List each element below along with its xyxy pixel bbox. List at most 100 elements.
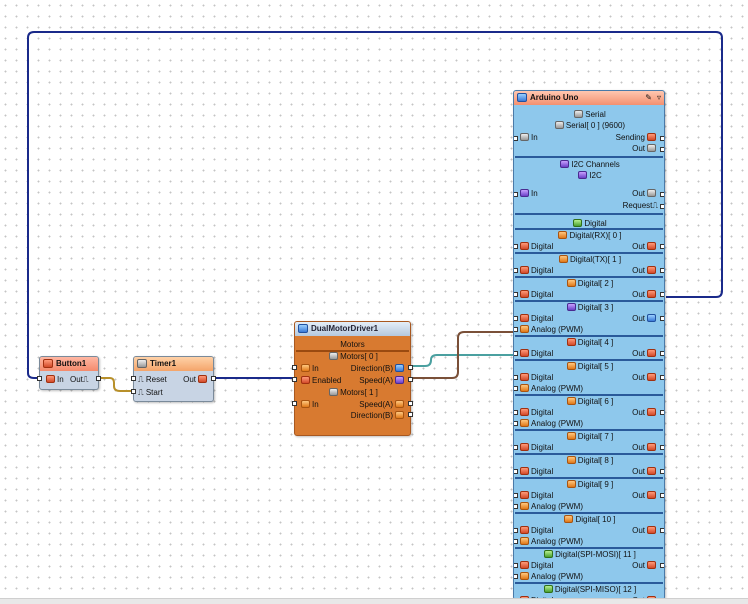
digital-output-pin[interactable] bbox=[660, 528, 664, 533]
digital-output-pin[interactable] bbox=[660, 292, 664, 297]
digital-icon bbox=[647, 266, 656, 274]
i2c-request-pin[interactable] bbox=[660, 204, 664, 209]
timer-reset-pin[interactable] bbox=[131, 376, 136, 381]
digital-icon bbox=[520, 443, 529, 451]
arduino-uno-component[interactable]: Arduino Uno ✎ ▿ Serial Serial[ 0 ] (9600… bbox=[513, 90, 665, 600]
digital-input-pin[interactable] bbox=[514, 375, 518, 380]
serial-out-row: Out bbox=[632, 143, 658, 154]
analog-input-pin[interactable] bbox=[514, 539, 518, 544]
arduino-title-bar[interactable]: Arduino Uno ✎ ▿ bbox=[514, 91, 664, 105]
i2c-in-row: In bbox=[518, 188, 538, 199]
digital-input-pin[interactable] bbox=[514, 528, 518, 533]
arduino-board-icon bbox=[517, 93, 527, 102]
serial-icon bbox=[554, 121, 564, 129]
button-component[interactable]: Button1 In Out⎍ bbox=[37, 356, 101, 390]
analog-input-pin[interactable] bbox=[514, 421, 518, 426]
digital-output-pin[interactable] bbox=[660, 375, 664, 380]
digital-icon bbox=[520, 290, 529, 298]
digital-input-pin[interactable] bbox=[514, 410, 518, 415]
digital-output-label: Out bbox=[632, 443, 645, 452]
i2c-in-pin[interactable] bbox=[514, 192, 518, 197]
analog-input-pin[interactable] bbox=[514, 386, 518, 391]
digital-pin-icon bbox=[566, 432, 576, 440]
timer-title: Timer1 bbox=[150, 359, 177, 368]
timer-start-pin[interactable] bbox=[131, 389, 136, 394]
wire-speed-to-d3-pwm[interactable] bbox=[410, 331, 515, 379]
clock-pulse-icon: ⎍ bbox=[652, 201, 658, 210]
motor1-direction-pin[interactable] bbox=[408, 412, 413, 417]
timer-out-pin[interactable] bbox=[211, 376, 216, 381]
digital-pin-icon bbox=[558, 255, 568, 263]
wire-direction-to-d4[interactable] bbox=[410, 354, 515, 367]
digital-output-pin[interactable] bbox=[660, 244, 664, 249]
button-in-label: In bbox=[57, 375, 64, 384]
analog-input-label: Analog (PWM) bbox=[531, 325, 584, 334]
chevron-down-icon[interactable]: ▿ bbox=[656, 93, 661, 102]
analog-input-pin[interactable] bbox=[514, 574, 518, 579]
timer-out-row: Out bbox=[183, 374, 209, 385]
serial-in-pin[interactable] bbox=[514, 136, 518, 141]
digital-output-pin[interactable] bbox=[660, 268, 664, 273]
analog-input-pin[interactable] bbox=[514, 327, 518, 332]
digital-input-pin[interactable] bbox=[514, 351, 518, 356]
digital-output-row: Out bbox=[632, 313, 658, 324]
button-title-bar[interactable]: Button1 bbox=[40, 357, 98, 371]
motor1-speed-pin[interactable] bbox=[408, 401, 413, 406]
motor0-enabled-pin[interactable] bbox=[292, 377, 297, 382]
digital-input-pin[interactable] bbox=[514, 445, 518, 450]
analog-input-row: Analog (PWM) bbox=[518, 383, 583, 394]
digital-output-pin[interactable] bbox=[660, 563, 664, 568]
digital-icon bbox=[520, 526, 529, 534]
digital-icon bbox=[46, 375, 55, 383]
horizontal-scrollbar[interactable] bbox=[0, 598, 748, 604]
motor1-in-pin[interactable] bbox=[292, 401, 297, 406]
wire-arduino-to-button[interactable] bbox=[27, 31, 723, 379]
digital-pin-header: Digital[ 5 ] bbox=[514, 361, 664, 372]
digital-output-pin[interactable] bbox=[660, 351, 664, 356]
digital-icon bbox=[647, 133, 656, 141]
analog-input-pin[interactable] bbox=[514, 504, 518, 509]
digital-input-pin[interactable] bbox=[514, 244, 518, 249]
motor-driver-component[interactable]: DualMotorDriver1 Motors Motors[ 0 ] In E… bbox=[292, 321, 413, 436]
timer-title-bar[interactable]: Timer1 bbox=[134, 357, 213, 371]
digital-output-pin[interactable] bbox=[660, 469, 664, 474]
digital-input-pin[interactable] bbox=[514, 563, 518, 568]
digital-output-pin[interactable] bbox=[660, 493, 664, 498]
wire-button-to-timer[interactable] bbox=[98, 377, 134, 392]
digital-pin-header: Digital[ 9 ] bbox=[514, 479, 664, 490]
digital-input-label: Digital bbox=[531, 491, 554, 500]
i2c-out-pin[interactable] bbox=[660, 192, 664, 197]
motor-title-bar[interactable]: DualMotorDriver1 bbox=[295, 322, 410, 336]
digital-input-row: Digital bbox=[518, 595, 553, 599]
pin-separator bbox=[515, 394, 663, 396]
digital-input-pin[interactable] bbox=[514, 469, 518, 474]
tools-icon[interactable]: ✎ bbox=[645, 93, 652, 102]
motor0-direction-pin[interactable] bbox=[408, 365, 413, 370]
digital-output-pin[interactable] bbox=[660, 410, 664, 415]
digital-pin-icon bbox=[543, 585, 553, 593]
motor0-in-pin[interactable] bbox=[292, 365, 297, 370]
motor0-speed-pin[interactable] bbox=[408, 377, 413, 382]
digital-input-pin[interactable] bbox=[514, 268, 518, 273]
serial-out-pin[interactable] bbox=[660, 147, 664, 152]
digital-input-pin[interactable] bbox=[514, 292, 518, 297]
serial-sending-pin[interactable] bbox=[660, 136, 664, 141]
digital-pin-title: Digital(TX)[ 1 ] bbox=[569, 255, 622, 264]
digital-pin-title: Digital[ 2 ] bbox=[577, 279, 614, 288]
serial-icon bbox=[574, 110, 584, 118]
timer-component[interactable]: Timer1 ⎍ Reset ⎍ Start Out bbox=[131, 356, 216, 402]
button-in-pin[interactable] bbox=[37, 376, 42, 381]
digital-pin-header: Digital(TX)[ 1 ] bbox=[514, 254, 664, 265]
digital-output-pin[interactable] bbox=[660, 445, 664, 450]
pin-separator bbox=[515, 582, 663, 584]
motor1-direction-label: Direction(B) bbox=[350, 411, 393, 420]
digital-icon bbox=[520, 596, 529, 599]
digital-input-pin[interactable] bbox=[514, 493, 518, 498]
digital-input-row: Digital bbox=[518, 289, 553, 300]
button-out-pin[interactable] bbox=[96, 376, 101, 381]
button-out-row: Out⎍ bbox=[70, 374, 89, 385]
digital-output-pin[interactable] bbox=[660, 316, 664, 321]
digital-input-pin[interactable] bbox=[514, 316, 518, 321]
digital-pin-icon bbox=[566, 338, 576, 346]
motor-driver-icon bbox=[298, 324, 308, 333]
